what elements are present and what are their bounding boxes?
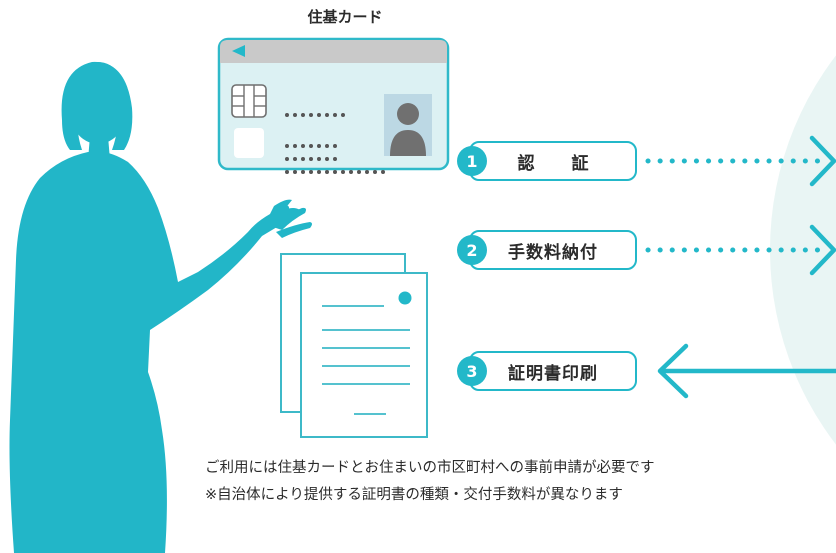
arrow-certificate-print <box>657 343 836 399</box>
arrow-fee-payment <box>645 224 836 276</box>
card-title: 住基カード <box>307 8 383 26</box>
step-label: 認 証 <box>517 153 599 174</box>
step-number-badge: 3 <box>457 356 487 386</box>
note-line-disclaimer: ※自治体により提供する証明書の種類・交付手数料が異なります <box>205 487 623 503</box>
certificate-document-icon <box>280 253 428 438</box>
person-silhouette-icon <box>9 61 300 553</box>
juki-card-icon <box>217 37 450 174</box>
step-label: 証明書印刷 <box>508 363 598 384</box>
step-number-badge: 1 <box>457 146 487 176</box>
step-number-badge: 2 <box>457 235 487 265</box>
arrow-authentication <box>645 135 836 187</box>
note-line-prerequisite: ご利用には住基カードとお住まいの市区町村への事前申請が必要です <box>205 460 655 476</box>
step-label: 手数料納付 <box>508 242 598 263</box>
step-fee-payment: 2 手数料納付 <box>457 230 637 270</box>
step-certificate-print: 3 証明書印刷 <box>457 351 637 391</box>
usage-notes: ご利用には住基カードとお住まいの市区町村への事前申請が必要です ※自治体により提… <box>205 455 805 509</box>
step-authentication: 1 認 証 <box>457 141 637 181</box>
hand-icon <box>262 205 312 238</box>
